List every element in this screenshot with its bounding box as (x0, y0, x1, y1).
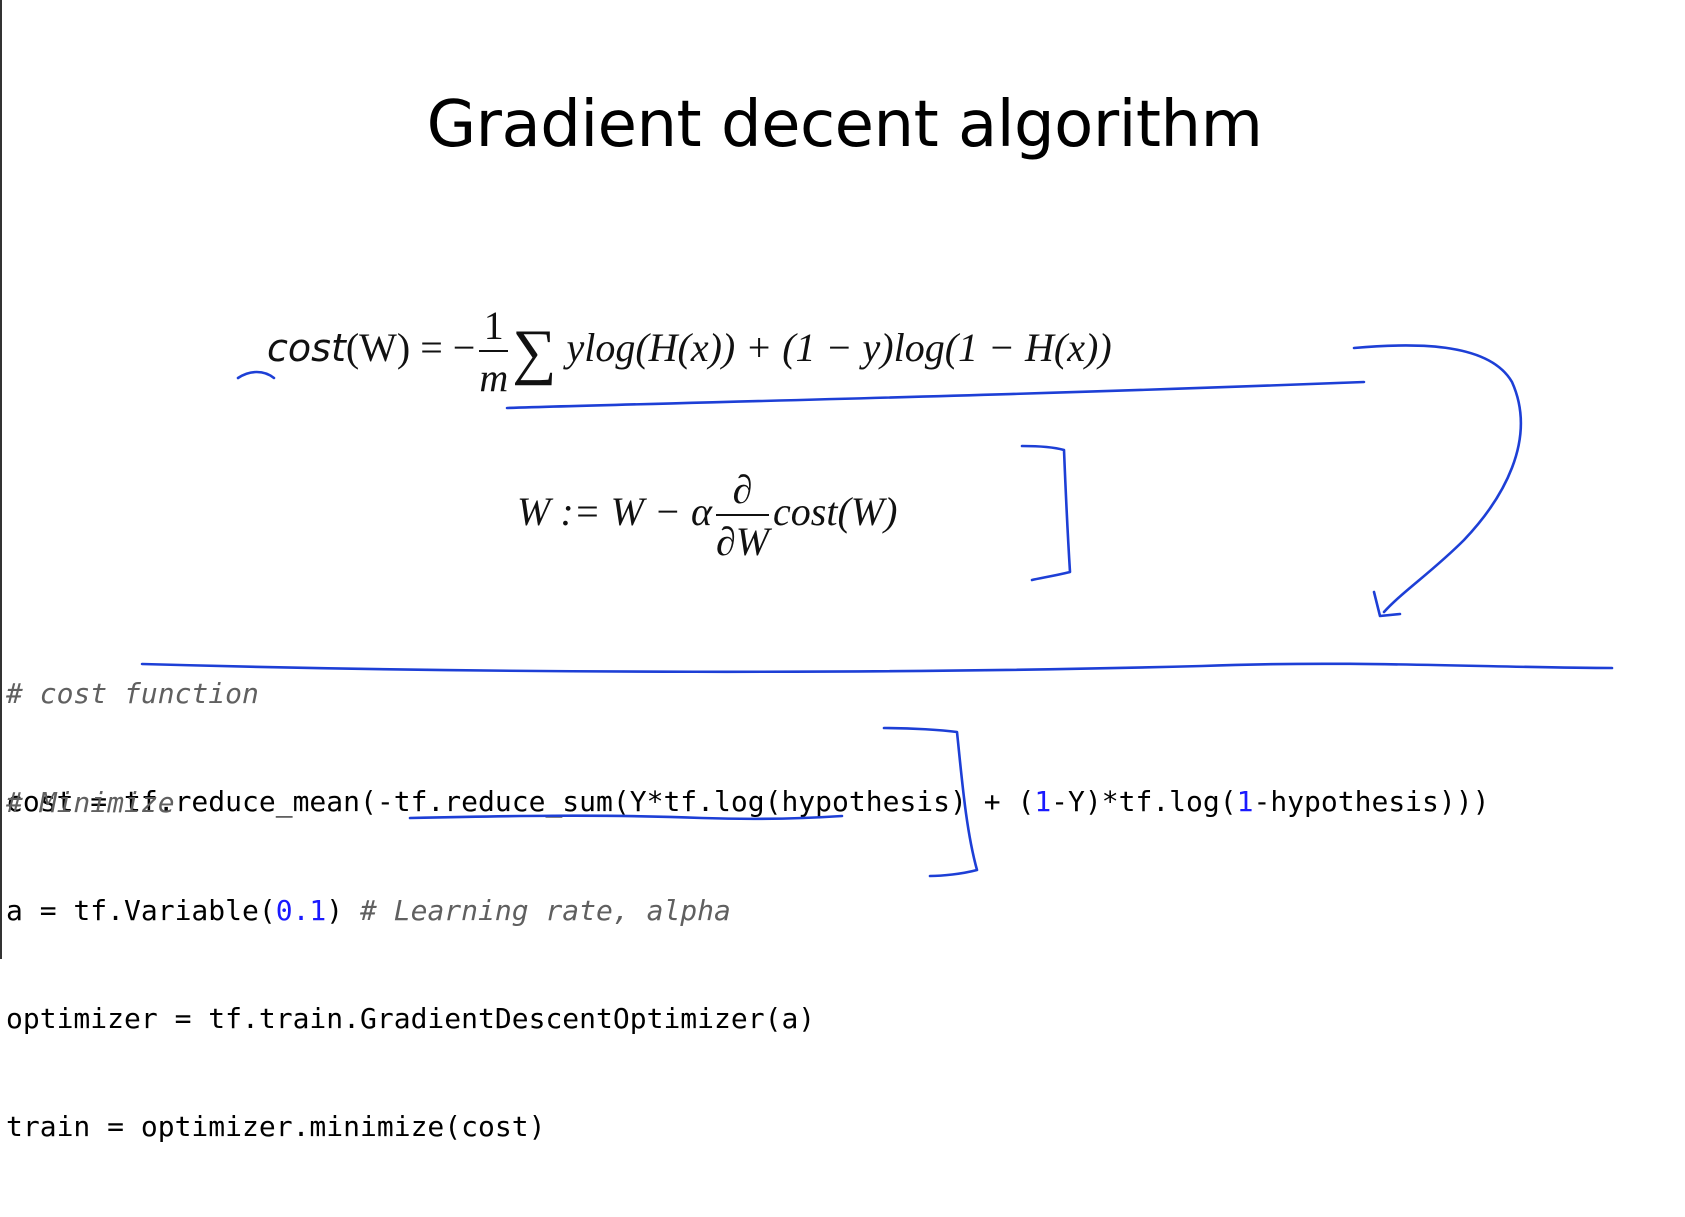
code-line-learning-rate-part1: a = tf.Variable( (6, 894, 276, 927)
code-block-cost: # cost function cost = tf.reduce_mean(-t… (6, 604, 1489, 892)
cost-equation-lhs-arg: (W) = − (345, 325, 476, 371)
code-line-cost-part1: cost = tf.reduce_mean(-tf.reduce_sum(Y*t… (6, 785, 1035, 818)
update-equation-fraction-denominator: ∂W (715, 519, 770, 564)
code-comment-learning-rate: # Learning rate, alpha (360, 894, 731, 927)
code-comment-minimize: # Minimize (6, 786, 175, 819)
code-line-optimizer: optimizer = tf.train.GradientDescentOpti… (6, 1002, 816, 1035)
cost-equation-fraction-denominator: m (479, 355, 509, 400)
code-block-minimize: # Minimize a = tf.Variable(0.1) # Learni… (6, 713, 815, 1217)
code-comment-cost-function: # cost function (6, 677, 259, 710)
summation-symbol: ∑ (512, 318, 557, 386)
cost-equation-body: ylog(H(x)) + (1 − y)log(1 − H(x)) (566, 325, 1112, 371)
update-equation-fraction-numerator: ∂ (715, 470, 770, 516)
code-number-literal: 1 (1034, 785, 1052, 818)
code-line-train: train = optimizer.minimize(cost) (6, 1110, 546, 1143)
cost-equation-fraction-numerator: 1 (479, 306, 509, 352)
code-line-cost: cost = tf.reduce_mean(-tf.reduce_sum(Y*t… (6, 784, 1489, 820)
ink-bracket-update (1020, 444, 1072, 582)
code-number-literal: 0.1 (275, 894, 327, 927)
code-line-cost-part3: -hypothesis))) (1253, 785, 1490, 818)
update-equation-rhs: cost(W) (773, 489, 898, 535)
code-line-learning-rate: a = tf.Variable(0.1) # Learning rate, al… (6, 893, 815, 929)
code-line-cost-part2: -Y)*tf.log( (1051, 785, 1237, 818)
slide-title: Gradient decent algorithm (426, 88, 1263, 162)
update-equation-fraction: ∂∂W (715, 470, 770, 564)
update-equation-lhs: W := W − α (517, 489, 712, 535)
ink-arrow-curve (1352, 344, 1523, 614)
cost-equation-lhs-name: cost (267, 326, 346, 371)
code-line-learning-rate-part2: ) (326, 894, 361, 927)
code-number-literal: 1 (1236, 785, 1254, 818)
